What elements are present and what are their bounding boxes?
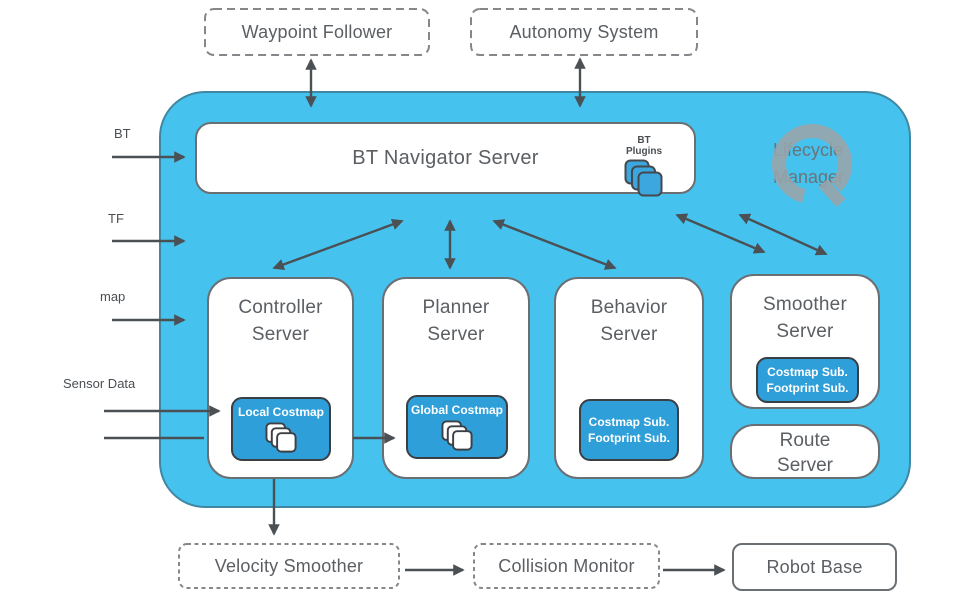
global-costmap-box: Global Costmap (406, 395, 508, 459)
behavior-subs-box: Costmap Sub. Footprint Sub. (579, 399, 679, 461)
stacked-squares-icon (264, 421, 297, 453)
local-costmap-label: Local Costmap (237, 404, 324, 419)
robot-base-box: Robot Base (732, 543, 897, 591)
global-costmap-label: Global Costmap (410, 402, 503, 417)
stacked-squares-icon (440, 419, 473, 451)
bt-navigator-server-box: BT Navigator Server BT Plugins (195, 122, 696, 197)
controller-server-title: Controller Server (238, 297, 323, 345)
route-server-title: Route Server (777, 430, 833, 476)
velocity-smoother-box: Velocity Smoother (178, 543, 400, 589)
smoother-subs-label: Costmap Sub. Footprint Sub. (766, 365, 849, 395)
behavior-server-box: Behavior Server Costmap Sub. Footprint S… (554, 277, 704, 479)
nav2-container: BT Navigator Server BT Plugins Lifecycle… (159, 91, 911, 508)
autonomy-system-box: Autonomy System (470, 8, 698, 56)
bt-plugins: BT Plugins (618, 135, 670, 204)
route-server-box: Route Server (730, 424, 880, 479)
stacked-squares-icon (624, 159, 663, 197)
velocity-smoother-label: Velocity Smoother (214, 555, 364, 576)
smoother-server-box: Smoother Server Costmap Sub. Footprint S… (730, 274, 880, 409)
collision-monitor-box: Collision Monitor (473, 543, 660, 589)
smoother-server-title: Smoother Server (763, 294, 847, 342)
bt-navigator-server-title: BT Navigator Server (352, 146, 539, 169)
waypoint-follower-label: Waypoint Follower (241, 21, 393, 42)
controller-server-box: Controller Server Local Costmap (207, 277, 354, 479)
collision-monitor-label: Collision Monitor (498, 555, 635, 576)
planner-server-box: Planner Server Global Costmap (382, 277, 530, 479)
bt-plugins-label: BT Plugins (625, 135, 663, 157)
autonomy-system-label: Autonomy System (509, 21, 659, 42)
behavior-server-title: Behavior Server (590, 297, 668, 345)
tf-input-label: TF (108, 211, 124, 226)
behavior-subs-label: Costmap Sub. Footprint Sub. (588, 415, 670, 445)
robot-base-label: Robot Base (766, 556, 863, 577)
sensor-data-input-label: Sensor Data (63, 376, 136, 391)
lifecycle-manager-label: Lifecycle Manager (773, 140, 845, 187)
local-costmap-box: Local Costmap (231, 397, 331, 461)
smoother-subs-box: Costmap Sub. Footprint Sub. (756, 357, 859, 403)
map-input-label: map (100, 289, 126, 304)
waypoint-follower-box: Waypoint Follower (204, 8, 430, 56)
planner-server-title: Planner Server (422, 297, 490, 345)
bt-input-label: BT (114, 126, 131, 141)
